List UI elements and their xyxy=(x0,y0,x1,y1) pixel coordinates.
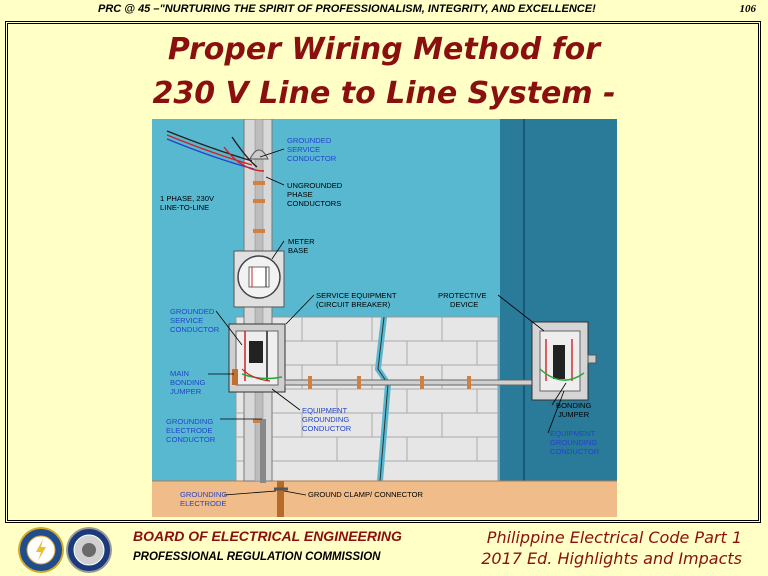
meter-base xyxy=(233,250,285,308)
subpanel xyxy=(531,321,597,401)
footer-edition: 2017 Ed. Highlights and Impacts xyxy=(481,549,742,568)
footer-board: BOARD OF ELECTRICAL ENGINEERING xyxy=(133,528,402,544)
label-grounded-service-top: GROUNDED SERVICE CONDUCTOR xyxy=(287,136,337,163)
label-equipment-grounding-mid: EQUIPMENT GROUNDING CONDUCTOR xyxy=(302,406,352,433)
label-equipment-grounding-right: EQUIPMENT GROUNDING CONDUCTOR xyxy=(550,429,600,456)
ground xyxy=(152,481,617,517)
footer-bar: BOARD OF ELECTRICAL ENGINEERING PROFESSI… xyxy=(0,523,768,576)
grounding-electrode xyxy=(260,419,288,517)
slide-frame xyxy=(5,21,761,523)
label-main-bonding-jumper: MAIN BONDING JUMPER xyxy=(170,369,208,396)
footer-code-title: Philippine Electrical Code Part 1 xyxy=(486,528,742,547)
slide-title-line1: Proper Wiring Method for xyxy=(167,32,601,67)
slide-title-line2: 230 V Line to Line System - xyxy=(152,76,616,111)
prc-seal-icon xyxy=(66,527,112,573)
header-motto: PRC @ 45 –"NURTURING THE SPIRIT OF PROFE… xyxy=(98,3,596,15)
label-grounded-service-left: GROUNDED SERVICE CONDUCTOR xyxy=(170,307,220,334)
header-bar: PRC @ 45 –"NURTURING THE SPIRIT OF PROFE… xyxy=(0,0,768,20)
leader-lines xyxy=(208,148,567,496)
board-seal-icon xyxy=(18,527,64,573)
label-ungrounded-phase: UNGROUNDED PHASE CONDUCTORS xyxy=(287,181,344,208)
page-number: 106 xyxy=(739,3,757,15)
label-protective-device: PROTECTIVE DEVICE xyxy=(438,291,489,309)
label-meter-base: METER BASE xyxy=(288,237,317,255)
label-service-equipment: SERVICE EQUIPMENT (CIRCUIT BREAKER) xyxy=(316,291,398,309)
house-siding xyxy=(500,119,617,481)
label-ground-clamp: GROUND CLAMP/ CONNECTOR xyxy=(308,490,424,499)
label-bonding-jumper: BONDING JUMPER xyxy=(556,401,594,419)
label-one-phase: 1 PHASE, 230V LINE-TO-LINE xyxy=(160,194,216,212)
service-panel xyxy=(228,323,286,393)
footer-commission: PROFESSIONAL REGULATION COMMISSION xyxy=(133,551,381,563)
wiring-diagram: GROUNDED SERVICE CONDUCTOR UNGROUNDED PH… xyxy=(152,119,617,517)
label-grounding-electrode: GROUNDING ELECTRODE xyxy=(180,490,229,508)
service-drop-wires xyxy=(166,130,265,172)
label-grounding-electrode-conductor: GROUNDING ELECTRODE CONDUCTOR xyxy=(166,417,216,444)
